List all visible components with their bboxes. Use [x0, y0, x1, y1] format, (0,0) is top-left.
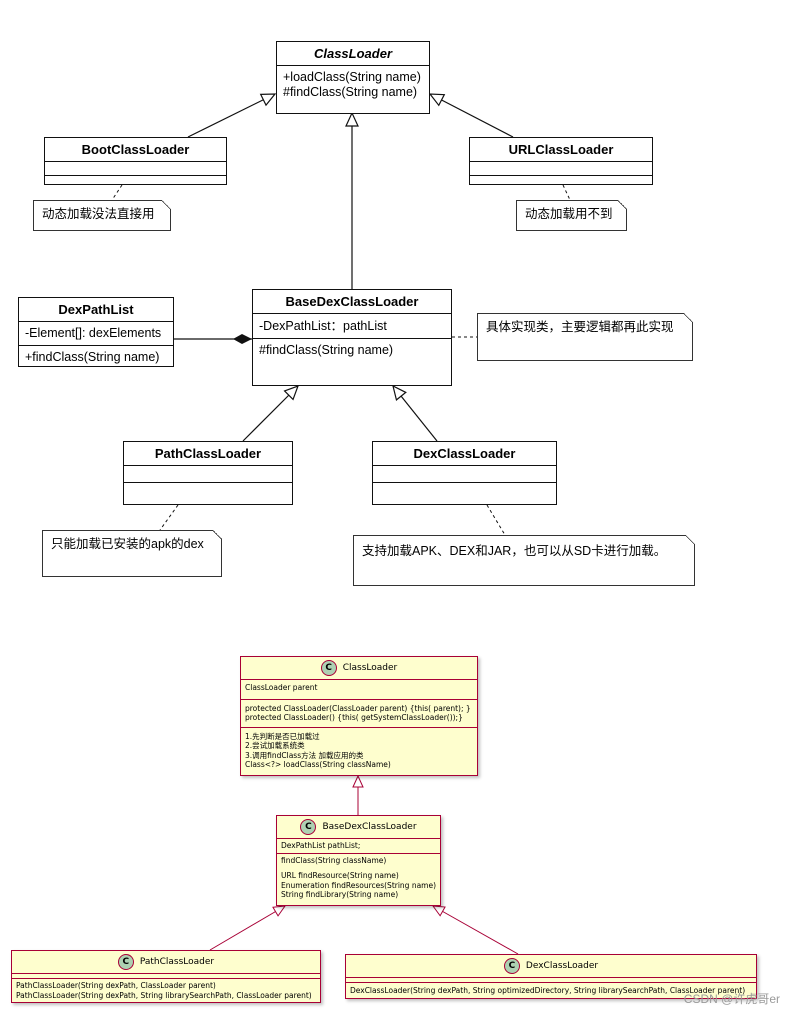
class-name: URLClassLoader — [470, 138, 652, 162]
class-methods: findClass(String className) URL findReso… — [277, 854, 440, 902]
class-header: C DexClassLoader — [346, 955, 756, 978]
class-constructors: protected ClassLoader(ClassLoader parent… — [241, 700, 477, 728]
class-methods — [45, 176, 226, 189]
class-field: -DexPathList：pathList — [253, 314, 451, 339]
class-methods: 1.先判断是否已加载过 2.尝试加载系统类 3.调用findClass方法 加载… — [241, 728, 477, 772]
class-c-icon: C — [503, 958, 520, 974]
comment-line: 1.先判断是否已加载过 — [245, 731, 320, 741]
class-bootclassloader: BootClassLoader — [44, 137, 227, 185]
class-fields — [45, 162, 226, 176]
class-methods — [373, 483, 556, 509]
class-header: C PathClassLoader — [12, 951, 320, 974]
class-dexpathlist: DexPathList -Element[]: dexElements +fin… — [18, 297, 174, 367]
class-dexclassloader: DexClassLoader — [372, 441, 557, 505]
method: Enumeration findResources(String name) — [281, 880, 437, 890]
note-path: 只能加载已安装的apk的dex — [42, 530, 222, 577]
class-field: DexPathList pathList; — [277, 839, 440, 854]
class-basedexclassloader: BaseDexClassLoader -DexPathList：pathList… — [252, 289, 452, 386]
class-constructor: DexClassLoader(String dexPath, String op… — [350, 986, 746, 995]
class-constructors: PathClassLoader(String dexPath, ClassLoa… — [12, 979, 320, 1002]
note-url: 动态加载用不到 — [516, 200, 627, 231]
class-fields — [124, 466, 292, 483]
class-name: PathClassLoader — [139, 957, 215, 967]
edge-dex-to-basedex — [392, 384, 438, 442]
class-header: C ClassLoader — [241, 657, 477, 680]
edge-pu-path-to-basedex — [209, 905, 287, 951]
pu-class-basedexclassloader: C BaseDexClassLoader DexPathList pathLis… — [276, 815, 441, 906]
class-c-icon: C — [117, 954, 134, 970]
pu-class-classloader: C ClassLoader ClassLoader parent protect… — [240, 656, 478, 776]
class-name: DexPathList — [19, 298, 173, 322]
method: +loadClass(String name) — [283, 70, 421, 84]
class-fields — [470, 162, 652, 176]
class-name: BaseDexClassLoader — [322, 822, 417, 832]
edge-url-to-classloader — [428, 93, 514, 138]
constructor: protected ClassLoader() {this( getSystem… — [245, 713, 463, 722]
class-method: +findClass(String name) — [25, 350, 160, 364]
method: String findLibrary(String name) — [281, 890, 399, 899]
edge-boot-to-classloader — [187, 93, 277, 138]
class-methods — [470, 176, 652, 189]
class-field-section — [346, 978, 756, 983]
link-note-dex — [486, 504, 506, 536]
pu-class-dexclassloader: C DexClassLoader DexClassLoader(String d… — [345, 954, 757, 999]
class-name: DexClassLoader — [373, 442, 556, 466]
class-header: C BaseDexClassLoader — [277, 816, 440, 839]
edge-pu-dex-to-basedex — [431, 905, 519, 955]
constructor: protected ClassLoader(ClassLoader parent… — [245, 703, 471, 713]
class-c-icon: C — [300, 819, 317, 835]
method: Class<?> loadClass(String className) — [245, 760, 391, 769]
class-methods: +loadClass(String name) #findClass(Strin… — [277, 66, 429, 101]
class-name: DexClassLoader — [525, 961, 599, 971]
watermark: CSDN @许虎哥er — [683, 992, 780, 1006]
link-note-path — [159, 504, 179, 531]
class-field-section — [12, 974, 320, 979]
class-c-icon: C — [320, 660, 337, 676]
class-field: ClassLoader parent — [241, 680, 477, 700]
constructor: PathClassLoader(String dexPath, String l… — [16, 990, 312, 1000]
note-boot: 动态加载没法直接用 — [33, 200, 171, 231]
class-classloader: ClassLoader +loadClass(String name) #fin… — [276, 41, 430, 114]
method: #findClass(String name) — [283, 85, 418, 99]
note-dex: 支持加载APK、DEX和JAR，也可以从SD卡进行加载。 — [353, 535, 695, 586]
link-note-url — [562, 184, 571, 201]
class-name: PathClassLoader — [124, 442, 292, 466]
pu-class-pathclassloader: C PathClassLoader PathClassLoader(String… — [11, 950, 321, 1003]
class-pathclassloader: PathClassLoader — [123, 441, 293, 505]
comment-line: 3.调用findClass方法 加载应用的类 — [245, 750, 364, 760]
class-name: BaseDexClassLoader — [253, 290, 451, 314]
comment-line: 2.尝试加载系统类 — [245, 741, 305, 750]
class-name: ClassLoader — [277, 42, 429, 66]
method: findClass(String className) — [281, 855, 387, 865]
constructor: PathClassLoader(String dexPath, ClassLoa… — [16, 981, 216, 990]
class-method: #findClass(String name) — [259, 343, 394, 357]
class-name: ClassLoader — [342, 663, 398, 673]
edge-path-to-basedex — [242, 384, 300, 442]
note-basedex: 具体实现类，主要逻辑都再此实现 — [477, 313, 693, 361]
class-methods — [124, 483, 292, 509]
class-name: BootClassLoader — [45, 138, 226, 162]
class-fields — [373, 466, 556, 483]
method: URL findResource(String name) — [281, 871, 399, 880]
class-urlclassloader: URLClassLoader — [469, 137, 653, 185]
class-field: -Element[]: dexElements — [19, 322, 173, 346]
